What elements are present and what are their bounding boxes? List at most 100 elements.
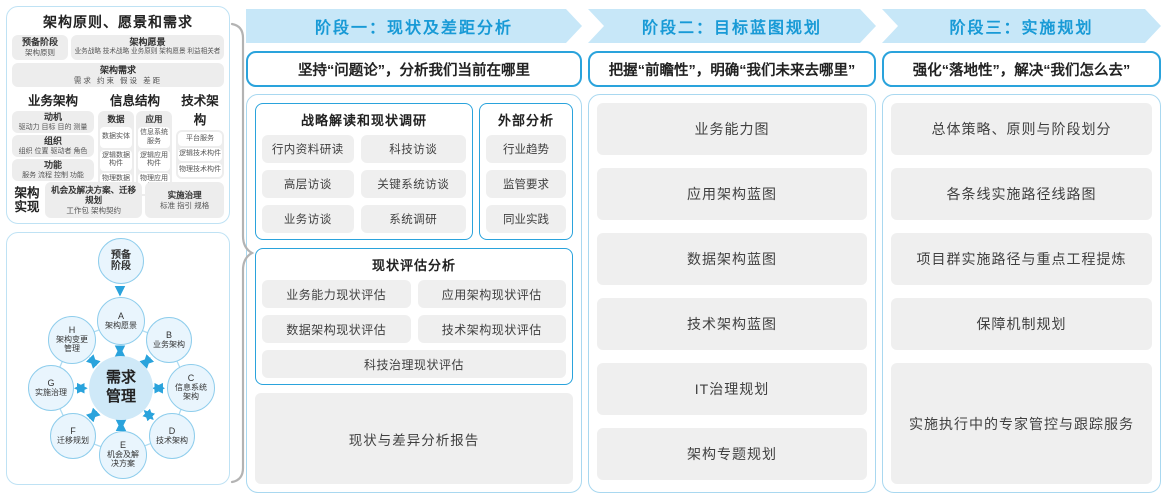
strategy-item: 科技访谈 [360, 135, 466, 163]
technology-architecture-column: 技术架构 平台服务 逻辑技术构件 物理技术构件 [176, 90, 224, 179]
assessment-item-full: 科技治理现状评估 [262, 350, 566, 378]
adm-prep-label: 预备阶段 [111, 250, 131, 272]
adm-node-c: C 信息系统架构 [167, 364, 215, 412]
adm-node-g: G 实施治理 [28, 365, 74, 411]
principles-title: 架构原则、愿景和需求 [43, 14, 193, 30]
implementation-item: 总体策略、原则与阶段划分 [891, 103, 1152, 155]
external-item: 监管要求 [486, 170, 566, 198]
strategy-item: 业务访谈 [262, 205, 354, 233]
adm-letter: E [119, 440, 126, 451]
adm-label: 信息系统架构 [175, 383, 207, 401]
blueprint-item: 业务能力图 [597, 103, 867, 155]
business-architecture-title: 业务架构 [27, 94, 78, 109]
architecture-requirements-box: 架构需求 需求 约束 假设 差距 [12, 62, 224, 88]
technology-item: 平台服务 [178, 132, 222, 146]
external-item: 同业实践 [486, 205, 566, 233]
external-item: 行业趋势 [486, 135, 566, 163]
phase-3-header: 阶段三：实施规划 [882, 9, 1161, 43]
adm-label: 迁移规划 [57, 435, 89, 445]
architecture-realization-row: 架构实现 机会及解决方案、迁移规划 工作包 架构契约 实施治理 标准 指引 规格 [12, 182, 224, 218]
technology-subcolumn: 平台服务 逻辑技术构件 物理技术构件 [176, 130, 224, 179]
phase-2-subtitle: 把握“前瞻性”，明确“我们未来去哪里” [588, 51, 876, 87]
assessment-item: 应用架构现状评估 [417, 280, 566, 308]
implementation-item: 各条线实施路径线路图 [891, 168, 1152, 220]
assessment-title: 现状评估分析 [371, 258, 456, 273]
strategy-item: 高层访谈 [262, 170, 354, 198]
opportunities-migration-box: 机会及解决方案、迁移规划 工作包 架构契约 [45, 182, 143, 218]
governance-sub: 标准 指引 规格 [160, 200, 210, 210]
phase-1-panel: 战略解读和现状调研 行内资料研读 科技访谈 高层访谈 关键系统访谈 业务访谈 系… [246, 94, 582, 493]
blueprint-item: 架构专题规划 [597, 428, 867, 480]
adm-center-requirements: 需求管理 [89, 356, 153, 420]
technology-item: 逻辑技术构件 [178, 147, 222, 162]
technology-architecture-title: 技术架构 [181, 94, 219, 128]
strategy-research-title: 战略解读和现状调研 [300, 113, 427, 128]
adm-node-e: E 机会及解决方案 [99, 431, 147, 479]
data-item: 数据实体 [100, 127, 132, 149]
prep-vision-row: 预备阶段 架构原则 架构愿景 业务战略 技术战略 业务原则 架构愿景 利益相关者 [12, 35, 224, 60]
phase-3-panel: 总体策略、原则与阶段划分 各条线实施路径线路图 项目群实施路径与重点工程提炼 保… [882, 94, 1161, 493]
technology-item: 物理技术构件 [178, 163, 222, 177]
phase-3-subtitle: 强化“落地性”，解决“我们怎么去” [882, 51, 1161, 87]
adm-letter: C [187, 373, 195, 384]
application-item: 逻辑应用构件 [138, 150, 170, 171]
adm-label: 架构愿景 [105, 320, 137, 330]
architecture-principles-panel: 架构原则、愿景和需求 预备阶段 架构原则 架构愿景 业务战略 技术战略 业务原则… [6, 6, 230, 224]
left-column: 架构原则、愿景和需求 预备阶段 架构原则 架构愿景 业务战略 技术战略 业务原则… [6, 6, 230, 493]
adm-letter: G [47, 377, 55, 388]
phase-2-column: 阶段二：目标蓝图规划 把握“前瞻性”，明确“我们未来去哪里” 业务能力图 应用架… [588, 9, 876, 493]
adm-node-d: D 技术架构 [149, 413, 195, 459]
data-subcolumn: 数据 数据实体 逻辑数据构件 物理数据构件 [98, 111, 134, 196]
implementation-governance-box: 实施治理 标准 指引 规格 [145, 182, 224, 218]
strategy-research-panel: 战略解读和现状调研 行内资料研读 科技访谈 高层访谈 关键系统访谈 业务访谈 系… [255, 103, 473, 240]
adm-letter: A [117, 310, 124, 321]
application-title: 应用 [145, 114, 163, 125]
adm-center-label: 需求管理 [105, 369, 136, 405]
organization-sub: 组织 位置 驱动者 角色 [18, 147, 88, 155]
function-title: 功能 [43, 160, 62, 171]
adm-label: 技术架构 [156, 435, 188, 445]
phases-area: 阶段一：现状及差距分析 坚持“问题论”，分析我们当前在哪里 战略解读和现状调研 … [246, 9, 1161, 493]
governance-title: 实施治理 [167, 190, 202, 200]
information-structure-title: 信息结构 [109, 94, 160, 109]
prep-phase-sub: 架构原则 [25, 48, 55, 58]
realization-label: 架构实现 [14, 185, 40, 214]
adm-letter: B [165, 329, 172, 340]
adm-node-b: B 业务架构 [146, 317, 192, 363]
blueprint-item: IT治理规划 [597, 363, 867, 415]
adm-label: 实施治理 [35, 387, 67, 397]
motivation-sub: 驱动力 目标 目的 测量 [18, 123, 88, 131]
architecture-vision-box: 架构愿景 业务战略 技术战略 业务原则 架构愿景 利益相关者 [71, 35, 224, 60]
assessment-item: 技术架构现状评估 [417, 315, 566, 343]
prep-phase-title: 预备阶段 [21, 37, 58, 47]
strategy-item: 系统调研 [360, 205, 466, 233]
application-item: 信息系统服务 [138, 127, 170, 149]
vision-title: 架构愿景 [129, 37, 166, 47]
external-analysis-title: 外部分析 [497, 113, 554, 128]
prep-phase-box: 预备阶段 架构原则 [12, 35, 68, 60]
function-sub: 服务 流程 控制 功能 [22, 171, 84, 179]
phase-2-header: 阶段二：目标蓝图规划 [588, 9, 876, 43]
assessment-panel: 现状评估分析 业务能力现状评估 应用架构现状评估 数据架构现状评估 技术架构现状… [255, 248, 573, 385]
blueprint-item: 数据架构蓝图 [597, 233, 867, 285]
adm-cycle-panel: 预备阶段 A 架构愿景 B 业务架构 C 信息系统架构 D 技术架构 E 机会及… [6, 232, 230, 485]
implementation-item-tall: 实施执行中的专家管控与跟踪服务 [891, 363, 1152, 484]
external-analysis-panel: 外部分析 行业趋势 监管要求 同业实践 [479, 103, 573, 240]
gap-analysis-report-box: 现状与差异分析报告 [255, 393, 573, 484]
phase-1-subtitle: 坚持“问题论”，分析我们当前在哪里 [246, 51, 582, 87]
phase-2-panel: 业务能力图 应用架构蓝图 数据架构蓝图 技术架构蓝图 IT治理规划 架构专题规划 [588, 94, 876, 493]
brace-connector [230, 22, 255, 484]
requirements-title: 架构需求 [99, 64, 136, 75]
adm-node-prep: 预备阶段 [98, 238, 144, 284]
assessment-item: 业务能力现状评估 [262, 280, 411, 308]
adm-label: 业务架构 [153, 339, 185, 349]
opportunities-sub: 工作包 架构契约 [66, 205, 121, 215]
requirements-sub: 需求 约束 假设 差距 [73, 75, 163, 85]
blueprint-item: 应用架构蓝图 [597, 168, 867, 220]
information-structure-column: 信息结构 数据 数据实体 逻辑数据构件 物理数据构件 应用 信息系统服务 逻辑应… [98, 90, 172, 196]
adm-letter: H [68, 325, 76, 336]
adm-node-h: H 架构变更管理 [48, 316, 96, 364]
implementation-item: 项目群实施路径与重点工程提炼 [891, 233, 1152, 285]
business-architecture-column: 业务架构 动机 驱动力 目标 目的 测量 组织 组织 位置 驱动者 角色 功能 … [12, 90, 94, 182]
architecture-domains: 业务架构 动机 驱动力 目标 目的 测量 组织 组织 位置 驱动者 角色 功能 … [12, 90, 224, 196]
